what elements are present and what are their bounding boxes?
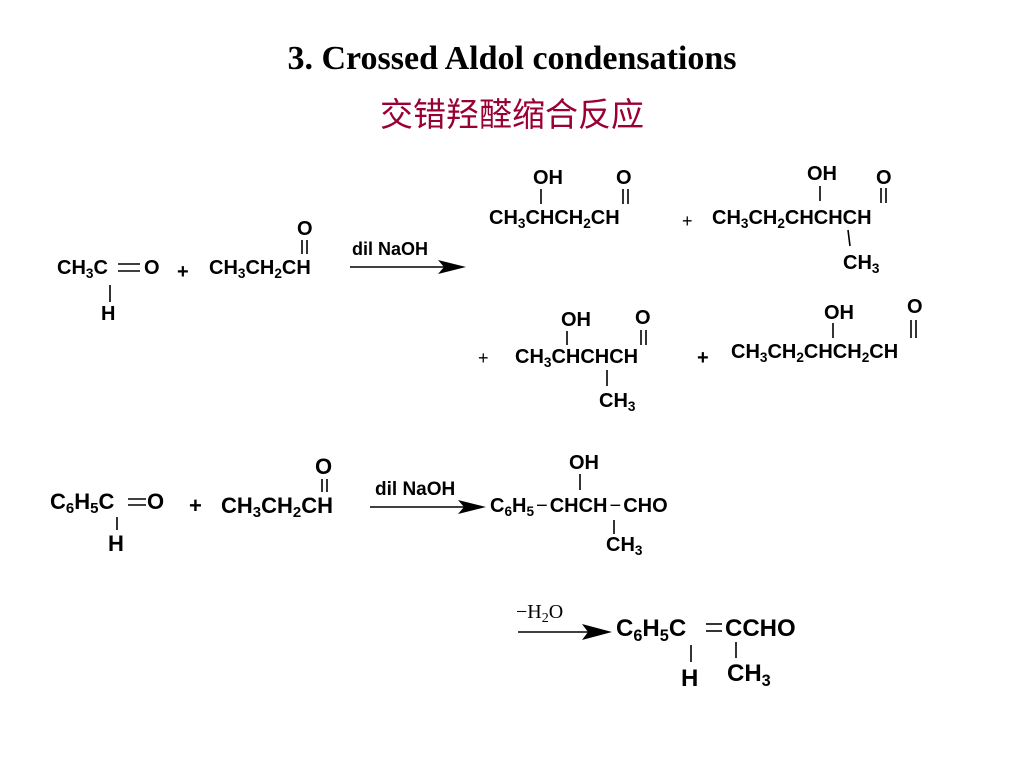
product4-oh: OH	[824, 302, 854, 324]
final-product-left: C6H5C	[616, 615, 687, 645]
plus-sign-2: +	[478, 348, 489, 368]
product4-formula: CH3CH2CHCH2CH	[731, 341, 899, 365]
slide-subtitle-chinese: 交错羟醛缩合反应	[380, 95, 644, 134]
product3-o: O	[635, 307, 651, 329]
plus-sign-1: +	[682, 211, 693, 231]
arrow-head-elimination	[582, 624, 612, 640]
product2-methyl: CH3	[843, 252, 880, 276]
plus-sign: +	[177, 261, 189, 283]
reactant-benzaldehyde-h: H	[108, 531, 124, 556]
reactant-propanal-r2-oxygen: O	[315, 454, 333, 479]
reactant-acetaldehyde: CH3C	[57, 257, 108, 281]
plus-sign-r2: +	[189, 493, 202, 518]
product-r2-formula: C6H5−CHCH−CHO	[490, 495, 668, 519]
product2-oh: OH	[807, 163, 837, 185]
final-product-methyl: CH3	[727, 660, 771, 690]
slide-title: 3. Crossed Aldol condensations	[287, 40, 737, 77]
reactant-propanal: CH3CH2CH	[209, 257, 311, 281]
product3-oh: OH	[561, 309, 591, 331]
reactant-propanal-r2: CH3CH2CH	[221, 493, 333, 522]
methyl-bond-p2	[847, 229, 851, 247]
product-r2-oh: OH	[569, 452, 599, 474]
product-r2-methyl: CH3	[606, 534, 643, 558]
final-product-h: H	[681, 665, 699, 692]
reactant-benzaldehyde: C6H5C	[50, 489, 115, 518]
reagent-minus-water: −H2O	[516, 601, 564, 627]
reactant-acetaldehyde-h: H	[101, 303, 116, 325]
product1-oh: OH	[533, 167, 563, 189]
final-product-right: CCHO	[725, 615, 796, 642]
reactant-acetaldehyde-oxygen: O	[144, 257, 160, 279]
product2-o: O	[876, 167, 892, 189]
product4-o: O	[907, 296, 923, 318]
product2-formula: CH3CH2CHCHCH	[712, 207, 872, 231]
reagent-dil-naoh: dil NaOH	[352, 239, 429, 259]
arrow-head	[438, 260, 466, 274]
reactant-benzaldehyde-oxygen: O	[147, 489, 165, 514]
product3-methyl: CH3	[599, 390, 636, 414]
product1-o: O	[616, 167, 632, 189]
product3-formula: CH3CHCHCH	[515, 346, 639, 370]
plus-sign-3: +	[697, 347, 709, 369]
reagent-dil-naoh-r2: dil NaOH	[375, 479, 456, 500]
arrow-head-r2	[458, 500, 486, 514]
reactant-propanal-oxygen: O	[297, 218, 313, 240]
product1-formula: CH3CHCH2CH	[489, 207, 620, 231]
